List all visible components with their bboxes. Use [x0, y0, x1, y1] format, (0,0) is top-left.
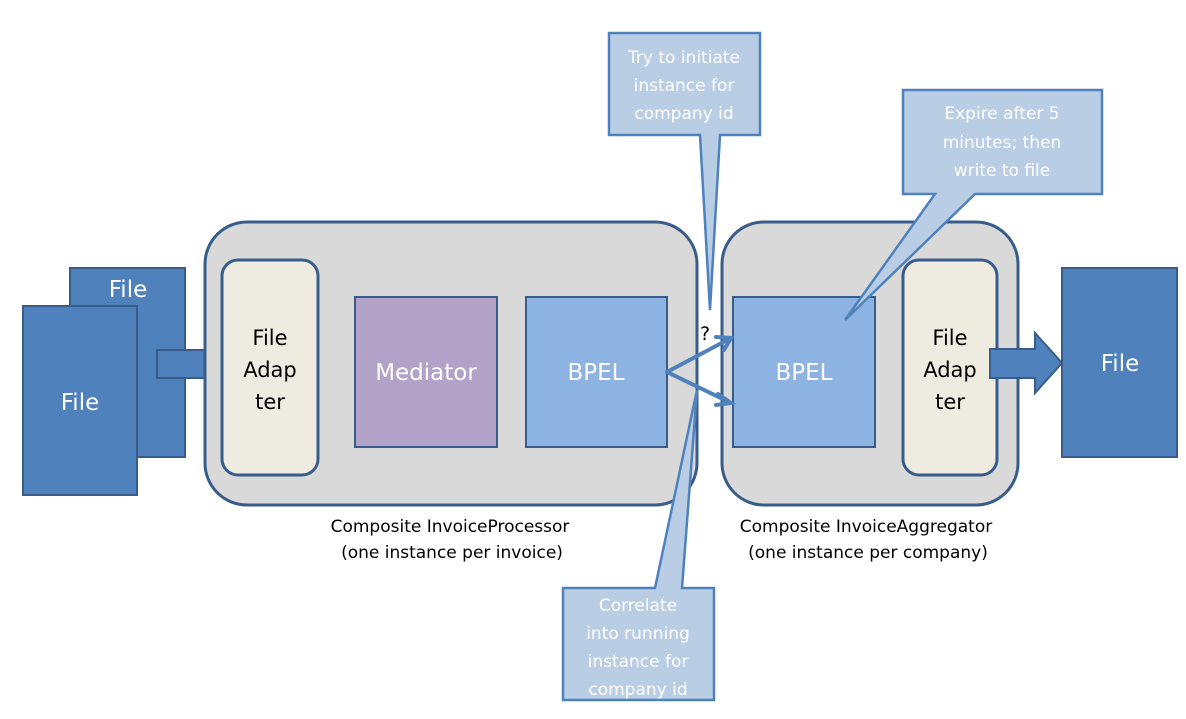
- composite-processor-subtitle: (one instance per invoice): [341, 543, 563, 563]
- output-file: File: [1061, 267, 1178, 458]
- callout-text: write to file: [954, 161, 1051, 181]
- callout-text: instance for: [588, 652, 689, 672]
- composite-aggregator-subtitle: (one instance per company): [748, 543, 988, 563]
- input-file-front-label: File: [61, 390, 100, 416]
- input-file-back-label: File: [109, 277, 148, 303]
- callout-expire: Expire after 5 minutes; then write to fi…: [843, 88, 1104, 321]
- question-mark: ?: [700, 323, 710, 345]
- callout-text: minutes; then: [943, 133, 1062, 153]
- callout-text: company id: [634, 104, 733, 124]
- adapter-text: ter: [255, 390, 285, 414]
- bpel-label: BPEL: [568, 360, 625, 386]
- adapter-text: File: [252, 326, 287, 350]
- input-file-front: File: [22, 305, 138, 496]
- output-file-label: File: [1101, 351, 1140, 377]
- callout-text: company id: [588, 680, 687, 700]
- file-adapter-in: File Adap ter: [220, 258, 320, 477]
- composite-aggregator-title: Composite InvoiceAggregator: [740, 517, 992, 537]
- callout-text: Correlate: [599, 596, 677, 616]
- composite-processor-title: Composite InvoiceProcessor: [331, 517, 570, 537]
- bpel-label: BPEL: [776, 360, 833, 386]
- adapter-text: ter: [935, 390, 965, 414]
- mediator-label: Mediator: [375, 360, 477, 386]
- file-adapter-out: File Adap ter: [901, 258, 999, 477]
- callout-initiate: Try to initiate instance for company id: [607, 31, 762, 311]
- callout-correlate: Correlate into running instance for comp…: [561, 389, 716, 702]
- callout-text: into running: [586, 624, 690, 644]
- adapter-text: File: [932, 326, 967, 350]
- callout-text: instance for: [634, 76, 735, 96]
- callout-text: Expire after 5: [944, 104, 1059, 124]
- bpel-processor: BPEL: [525, 296, 668, 448]
- bpel-connection-arrows: [665, 335, 737, 407]
- bpel-aggregator: BPEL: [732, 296, 876, 448]
- callout-text: Try to initiate: [627, 48, 740, 68]
- output-arrow: [989, 330, 1064, 396]
- adapter-text: Adap: [923, 358, 977, 382]
- mediator: Mediator: [354, 296, 498, 448]
- adapter-text: Adap: [243, 358, 297, 382]
